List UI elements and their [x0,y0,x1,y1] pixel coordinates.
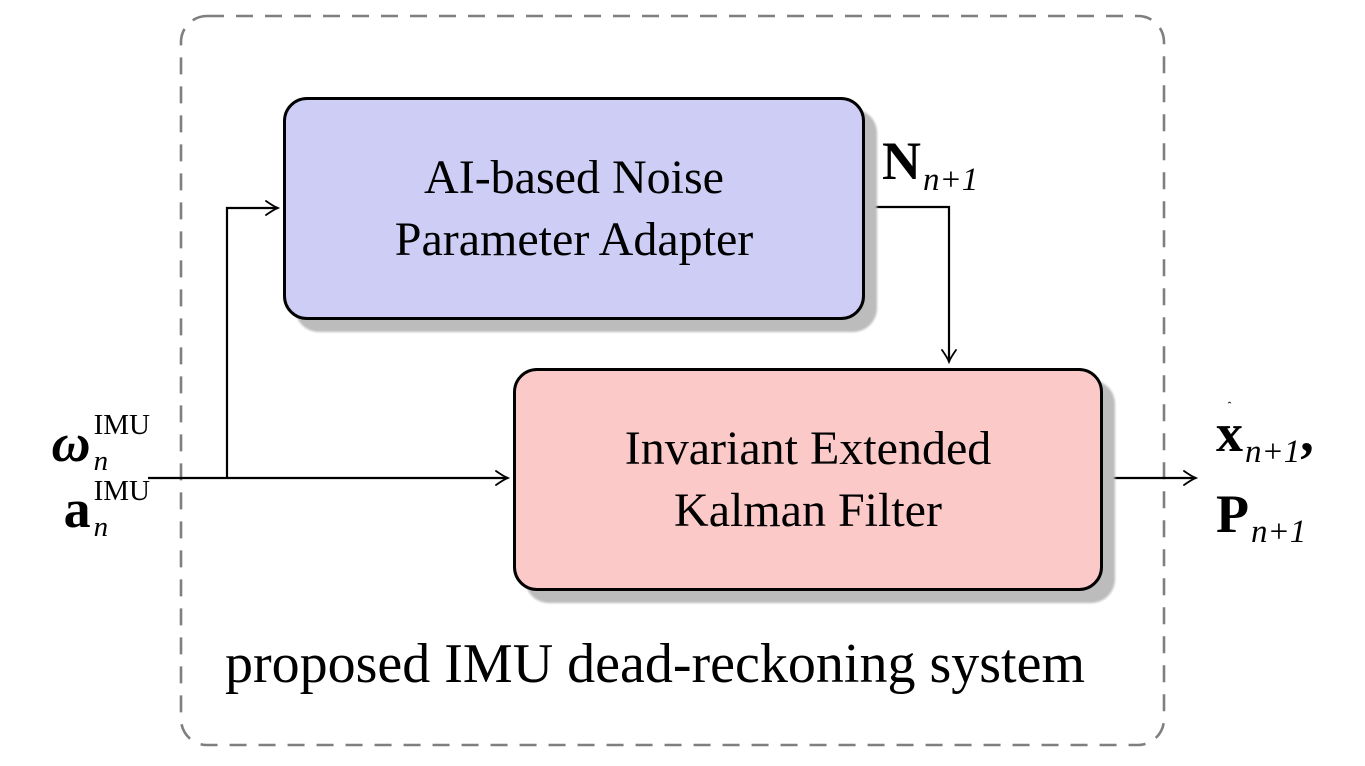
filter-box: Invariant Extended Kalman Filter [513,368,1103,591]
omega-superscript: IMU [93,408,150,441]
noise-covariance-label: Nn+1 [882,134,978,213]
covariance-output-label: Pn+1 [1216,487,1314,568]
state-subscript: n+1 [1245,433,1301,470]
noise-subscript: n+1 [923,161,979,198]
input-branch-arrow [225,208,278,478]
accel-superscript: IMU [93,474,150,507]
noise-params-arrow [866,205,949,362]
hat-accent: ˆ [1227,401,1232,414]
adapter-box-label-line2: Parameter Adapter [394,212,754,266]
filter-box-label-line1: Invariant Extended [624,421,992,475]
omega-subscript: n [93,444,109,477]
covariance-symbol: P [1216,483,1249,544]
comma-separator: , [1300,403,1314,463]
adapter-box-label-line1: AI-based Noise [424,150,724,204]
state-base: x [1216,403,1243,463]
accel-subscript: n [93,510,109,543]
adapter-box: AI-based Noise Parameter Adapter [283,97,865,320]
covariance-subscript: n+1 [1251,514,1307,551]
figure-caption: proposed IMU dead-reckoning system [224,633,1085,695]
omega-symbol: ω [51,413,91,473]
system-boundary-dashed-box [179,14,1166,747]
filter-box-label-line2: Kalman Filter [674,483,942,537]
noise-symbol: N [882,131,921,191]
accel-symbol: a [63,479,91,539]
